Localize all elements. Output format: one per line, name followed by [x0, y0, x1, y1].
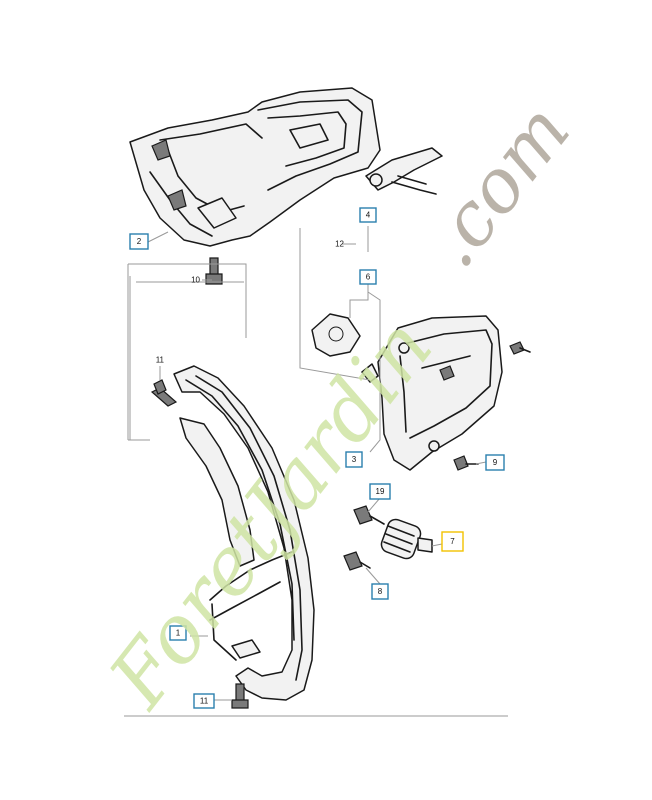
screw-9 — [453, 455, 479, 471]
svg-text:8: 8 — [378, 587, 383, 596]
svg-text:9: 9 — [493, 458, 498, 467]
screw-11-upper — [150, 379, 178, 407]
svg-text:7: 7 — [450, 537, 455, 546]
callout-19: 19 — [369, 483, 391, 500]
callout-1: 1 — [169, 625, 187, 641]
callout-10: 10 — [191, 276, 200, 285]
callout-8: 8 — [371, 583, 389, 600]
svg-text:2: 2 — [137, 237, 142, 246]
callout-12: 12 — [335, 240, 344, 249]
screw-8 — [343, 551, 371, 571]
svg-text:1: 1 — [176, 629, 181, 638]
svg-text:19: 19 — [376, 487, 385, 496]
callout-7-highlighted: 7 — [441, 531, 464, 552]
callout-11-lower: 11 — [193, 693, 215, 709]
svg-text:12: 12 — [335, 240, 344, 249]
callout-11-upper: 11 — [156, 356, 165, 365]
svg-text:10: 10 — [191, 276, 200, 285]
screw-upper-cover — [439, 365, 455, 381]
svg-text:3: 3 — [352, 455, 357, 464]
screw-9-upper — [509, 341, 531, 355]
callout-6: 6 — [359, 269, 377, 285]
svg-text:6: 6 — [366, 273, 371, 282]
watermark-domain: .com — [408, 89, 586, 284]
spring-assembly — [353, 505, 433, 560]
callout-4: 4 — [359, 207, 377, 223]
leader-lines — [124, 226, 508, 717]
svg-text:11: 11 — [200, 697, 209, 706]
svg-text:ForetJardin: ForetJardin — [90, 301, 450, 725]
svg-text:4: 4 — [366, 211, 371, 220]
throttle-lever — [365, 147, 443, 195]
watermark-brand: ForetJardin — [90, 301, 450, 725]
svg-text:.com: .com — [408, 89, 586, 284]
front-handle — [173, 365, 315, 701]
rear-handle-housing — [129, 87, 381, 247]
callout-3: 3 — [345, 451, 363, 468]
callout-9: 9 — [485, 454, 505, 471]
side-cover — [311, 313, 503, 471]
svg-text:11: 11 — [156, 356, 165, 365]
callout-2: 2 — [129, 233, 149, 250]
screw-11-lower — [231, 683, 249, 709]
